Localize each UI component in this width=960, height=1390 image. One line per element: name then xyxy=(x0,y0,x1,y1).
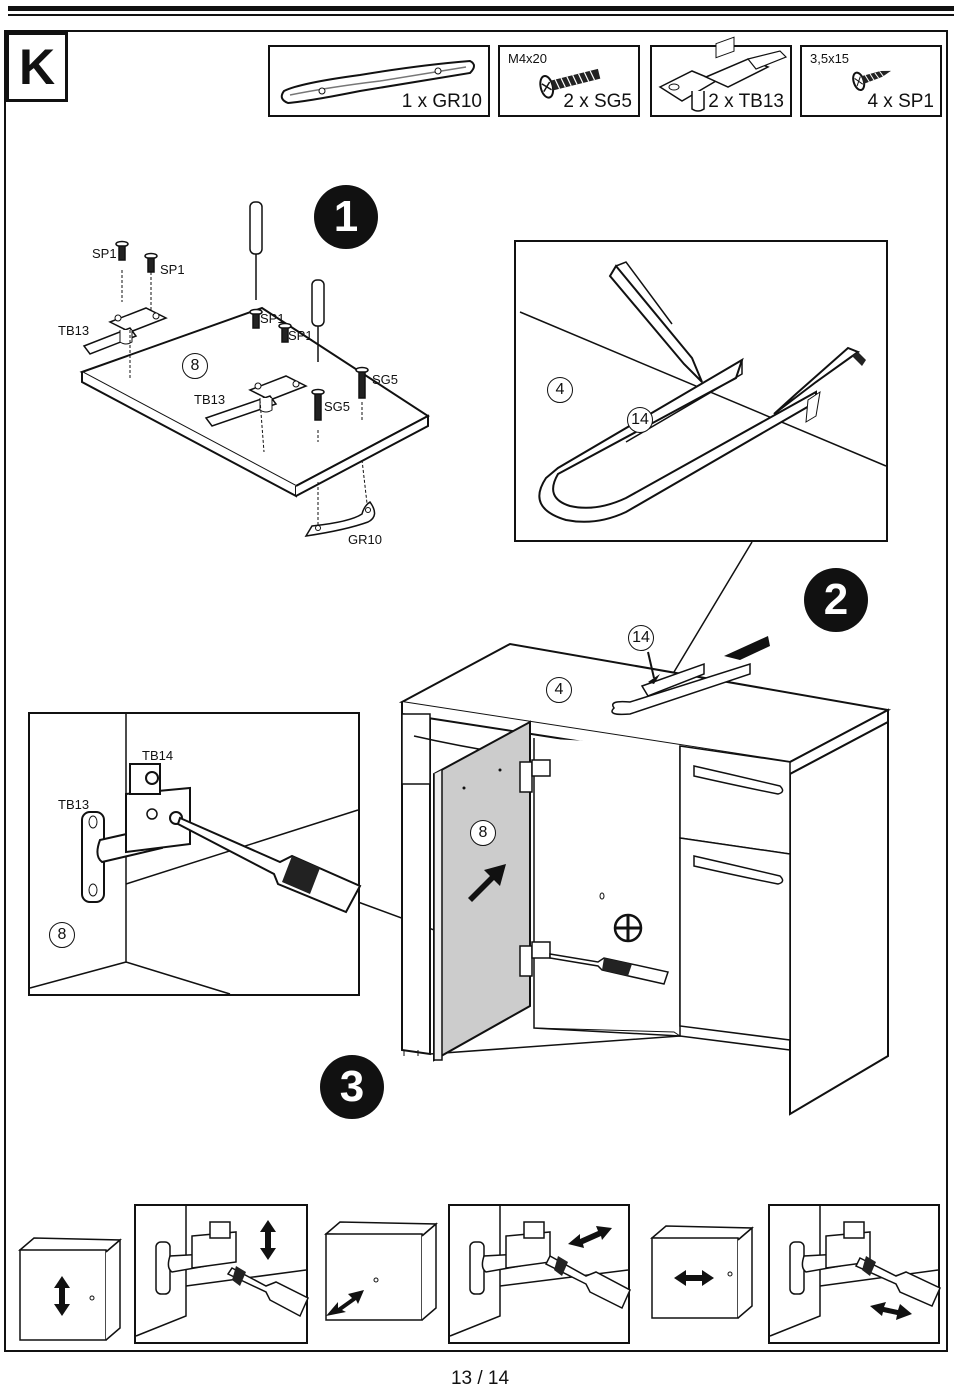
hinge-icon xyxy=(658,36,788,112)
arrow-vertical-icon xyxy=(260,1220,276,1260)
hinge-adjust-illustration xyxy=(449,1206,631,1337)
header-rule xyxy=(8,6,954,11)
arrow-depth-icon xyxy=(326,1290,364,1316)
part-size: 3,5x15 xyxy=(810,51,850,66)
label-gr10: GR10 xyxy=(348,532,382,547)
label-sp1: SP1 xyxy=(92,246,117,261)
handle-icon xyxy=(280,59,475,105)
panel-number-4: 4 xyxy=(547,377,573,403)
arrow-depth-icon xyxy=(870,1302,912,1320)
cube-depth-adjust xyxy=(324,1220,440,1324)
part-sp1: 3,5x15 4 x SP1 xyxy=(800,45,942,117)
hinge-detail-illustration xyxy=(29,714,362,995)
label-sp1: SP1 xyxy=(160,262,185,277)
hinge-adjust-illustration xyxy=(769,1206,941,1337)
cube-icon xyxy=(650,1225,754,1319)
panel-number-4: 4 xyxy=(546,677,572,703)
door-number-8: 8 xyxy=(49,922,75,948)
machine-screw-icon xyxy=(539,68,601,99)
part-sg5: M4x20 2 x SG5 xyxy=(498,45,640,117)
part-label: 1 x GR10 xyxy=(401,91,482,112)
panel-number-8: 8 xyxy=(182,353,208,379)
header-rule-thin xyxy=(8,14,954,16)
label-tb13: TB13 xyxy=(58,323,90,338)
label-tb14: TB14 xyxy=(142,748,174,763)
label-sg5: SG5 xyxy=(372,372,399,387)
arrow-vertical-icon xyxy=(54,1276,70,1316)
part-label: 2 x TB13 xyxy=(708,91,784,112)
label-sg5: SG5 xyxy=(324,399,351,414)
part-label: 4 x SP1 xyxy=(867,91,934,112)
part-gr10: 1 x GR10 xyxy=(268,45,490,117)
page-frame xyxy=(4,30,948,1352)
panel-number-14: 14 xyxy=(627,407,653,433)
page-number: 13 / 14 xyxy=(450,1368,510,1389)
step-3-number: 3 xyxy=(320,1055,384,1119)
arrow-horizontal-icon xyxy=(568,1226,612,1248)
hinge-adjust-vertical xyxy=(134,1204,309,1344)
cube-icon xyxy=(18,1237,122,1341)
hinge-adjust-horizontal xyxy=(448,1204,631,1344)
label-sp1: SP1 xyxy=(260,311,285,326)
hinge-adjust-depth xyxy=(768,1204,941,1344)
cube-icon xyxy=(324,1221,438,1321)
step-1-illustration xyxy=(79,201,430,537)
hinge-detail-box xyxy=(28,712,362,996)
door-number-8: 8 xyxy=(470,820,496,846)
step-2-number: 2 xyxy=(804,568,868,632)
label-sp1: SP1 xyxy=(288,328,313,343)
arrow-horizontal-icon xyxy=(674,1270,714,1286)
wood-screw-icon xyxy=(852,70,892,92)
page-letter: K xyxy=(6,32,68,102)
cutting-detail-illustration xyxy=(519,261,887,523)
part-tb13: 2 x TB13 xyxy=(650,36,792,117)
hinge-adjust-illustration xyxy=(135,1206,309,1337)
label-tb13: TB13 xyxy=(58,797,90,812)
cutting-detail-box xyxy=(514,240,888,542)
panel-number-14: 14 xyxy=(628,625,654,651)
cube-vertical-adjust xyxy=(18,1236,122,1344)
part-label: 2 x SG5 xyxy=(563,91,632,112)
cabinet-illustration xyxy=(398,636,892,1116)
label-tb13: TB13 xyxy=(194,392,226,407)
cube-horizontal-adjust xyxy=(650,1224,756,1320)
part-size: M4x20 xyxy=(508,51,548,66)
step-1-number: 1 xyxy=(314,185,378,249)
